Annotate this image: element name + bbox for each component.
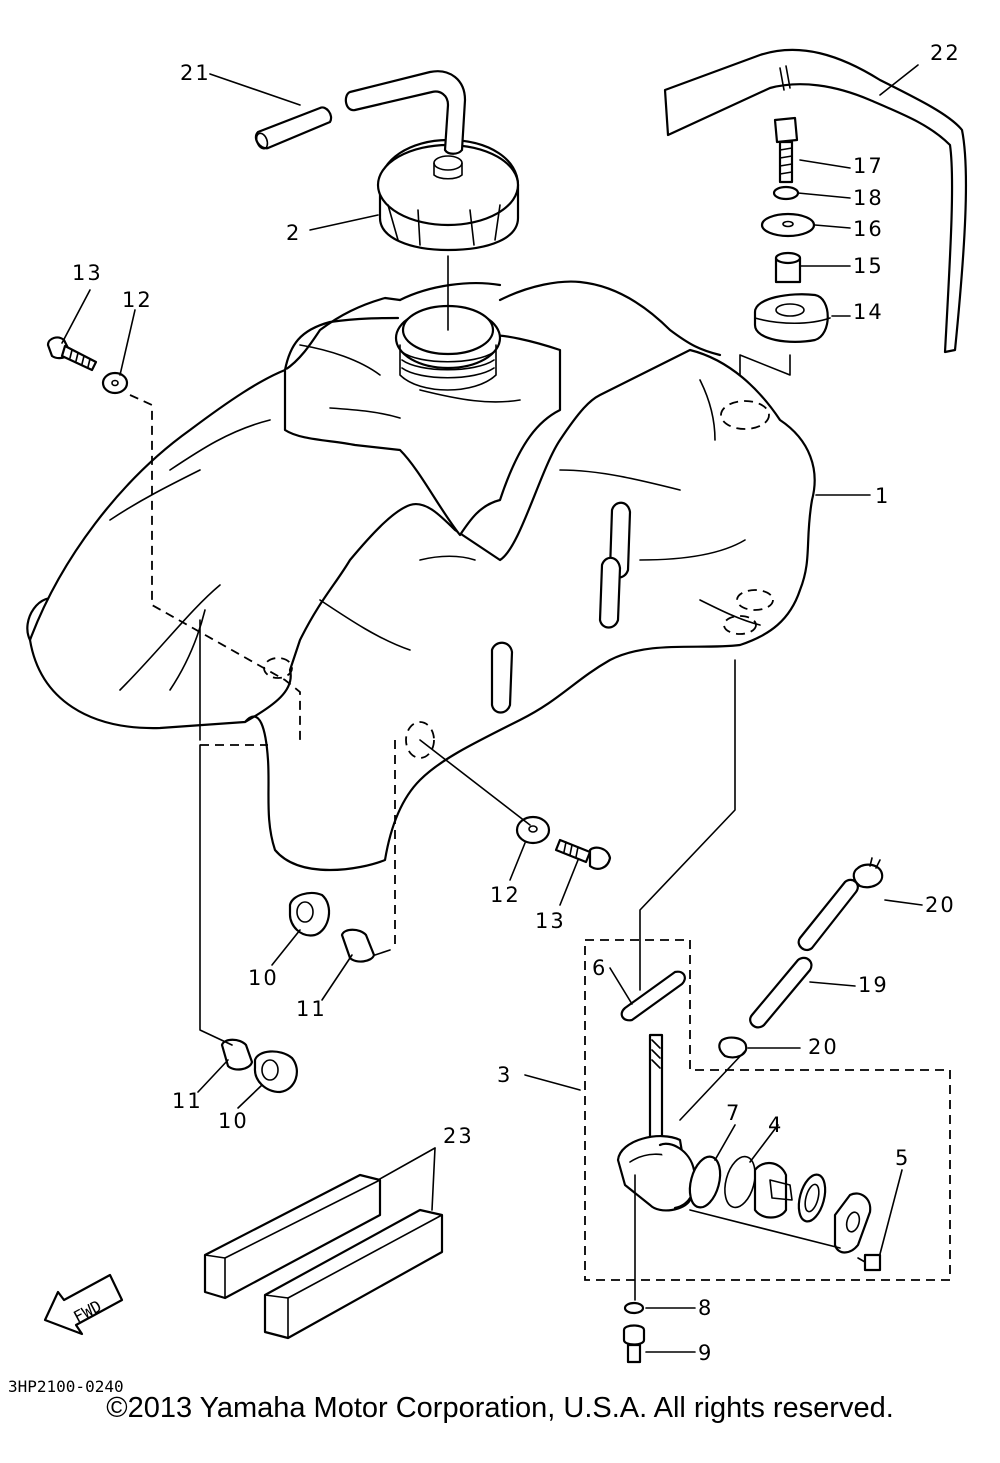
fwd-arrow-icon: FWD (43, 1273, 124, 1336)
callout-4: 4 (768, 1113, 783, 1137)
callout-7: 7 (726, 1101, 741, 1125)
callout-18: 18 (853, 186, 884, 210)
fuel-cap (376, 138, 520, 331)
callout-3: 3 (497, 1063, 512, 1087)
rear-mount-stack (739, 116, 831, 376)
front-bolt-washer (46, 336, 129, 395)
callout-14: 14 (853, 300, 884, 324)
callout-23: 23 (443, 1124, 474, 1148)
fuel-cock-assembly (584, 939, 951, 1301)
side-bolt-washer (515, 815, 612, 870)
drain-screw (622, 1324, 646, 1364)
callout-16: 16 (853, 217, 884, 241)
callout-13-side: 13 (535, 909, 566, 933)
callout-6: 6 (592, 956, 607, 980)
copyright-notice: ©2013 Yamaha Motor Corporation, U.S.A. A… (106, 1392, 894, 1424)
callout-11-upper: 11 (296, 997, 327, 1021)
callout-21: 21 (180, 61, 211, 85)
fuel-tank (26, 280, 816, 872)
leader-lines (61, 64, 923, 1353)
callout-10-upper: 10 (248, 966, 279, 990)
callout-13-front: 13 (72, 261, 103, 285)
diagram-code: 3HP2100-0240 (8, 1377, 124, 1396)
callout-19: 19 (858, 973, 889, 997)
fuel-tank-exploded-diagram: FWD (8, 41, 968, 1396)
callout-15: 15 (853, 254, 884, 278)
fuel-pipe (749, 878, 859, 1029)
sponge-pads (203, 1173, 444, 1340)
callout-20-upper: 20 (925, 893, 956, 917)
drain-washer (623, 1301, 645, 1315)
callout-22: 22 (930, 41, 961, 65)
callout-12-side: 12 (490, 883, 521, 907)
callout-17: 17 (853, 154, 884, 178)
callout-8: 8 (698, 1296, 713, 1320)
callout-5: 5 (895, 1146, 910, 1170)
clip-upper (852, 857, 884, 889)
tank-band (663, 48, 968, 354)
breather-hose (254, 70, 467, 155)
callout-1: 1 (875, 484, 890, 508)
callout-20-lower: 20 (808, 1035, 839, 1059)
assembly-guide-lines (129, 394, 747, 1121)
callout-10-lower: 10 (218, 1109, 249, 1133)
callout-12-front: 12 (122, 288, 153, 312)
callout-9: 9 (698, 1341, 713, 1365)
callout-11-lower: 11 (172, 1089, 203, 1113)
lower-mounts (220, 891, 376, 1094)
callout-2: 2 (286, 221, 301, 245)
callout-numbers: 21 2 22 17 18 16 15 14 1 13 12 12 13 10 … (8, 41, 961, 1396)
